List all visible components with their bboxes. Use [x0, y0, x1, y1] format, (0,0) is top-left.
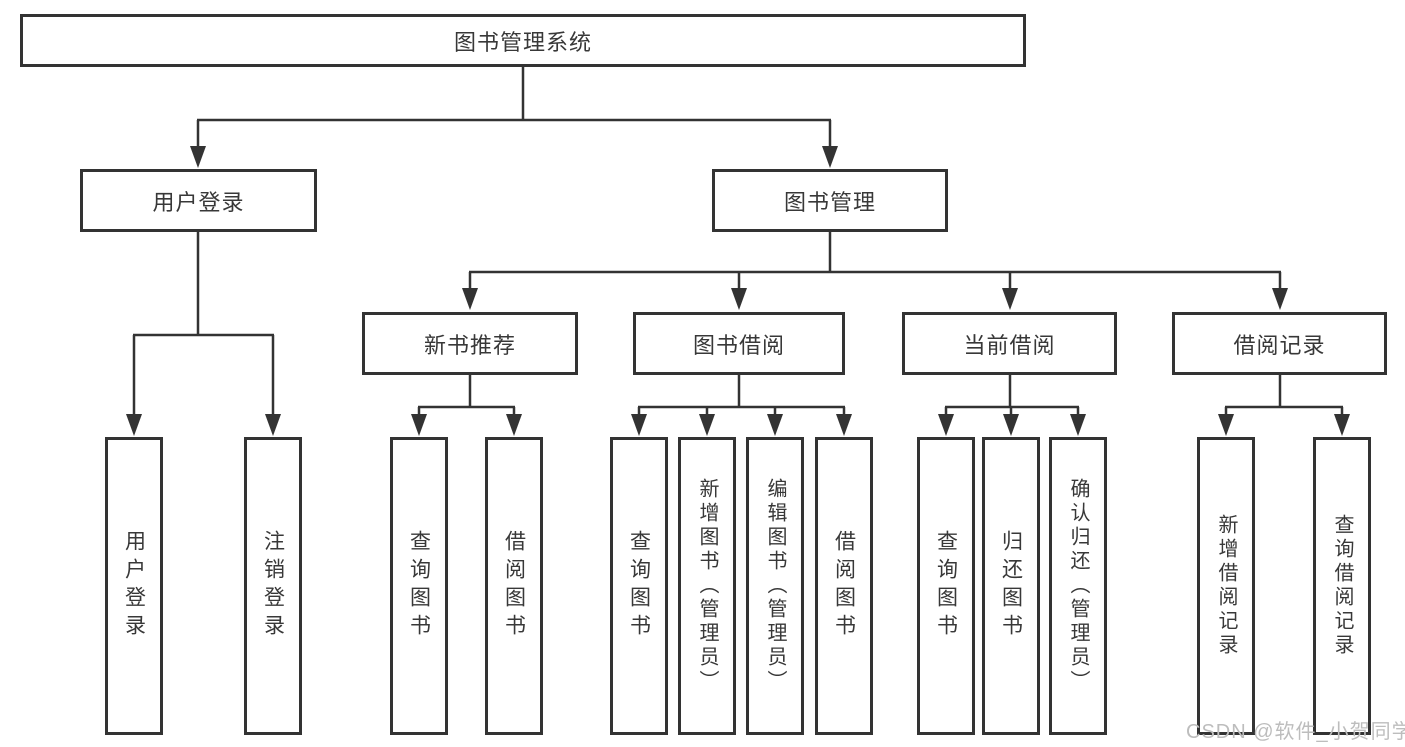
node-library-management-system: 图书管理系统 [20, 14, 1026, 67]
leaf-add-books-admin: 新增图书（管理员） [678, 437, 736, 735]
leaf-return-books: 归还图书 [982, 437, 1040, 735]
leaf-query-books-3: 查询图书 [917, 437, 975, 735]
node-borrow-records: 借阅记录 [1172, 312, 1387, 375]
leaf-edit-books-admin: 编辑图书（管理员） [746, 437, 804, 735]
node-user-login: 用户登录 [80, 169, 317, 232]
leaf-query-borrow-record: 查询借阅记录 [1313, 437, 1371, 735]
leaf-query-books-1: 查询图书 [390, 437, 448, 735]
leaf-confirm-return-admin: 确认归还（管理员） [1049, 437, 1107, 735]
leaf-borrow-books-2: 借阅图书 [815, 437, 873, 735]
node-new-book-recommend: 新书推荐 [362, 312, 578, 375]
leaf-user-login: 用户登录 [105, 437, 163, 735]
node-current-borrow: 当前借阅 [902, 312, 1117, 375]
watermark: CSDN @软件_小贺同学 [1186, 721, 1405, 743]
leaf-query-books-2: 查询图书 [610, 437, 668, 735]
leaf-borrow-books-1: 借阅图书 [485, 437, 543, 735]
node-book-borrow: 图书借阅 [633, 312, 845, 375]
leaf-add-borrow-record: 新增借阅记录 [1197, 437, 1255, 735]
node-book-management: 图书管理 [712, 169, 948, 232]
leaf-logout: 注销登录 [244, 437, 302, 735]
